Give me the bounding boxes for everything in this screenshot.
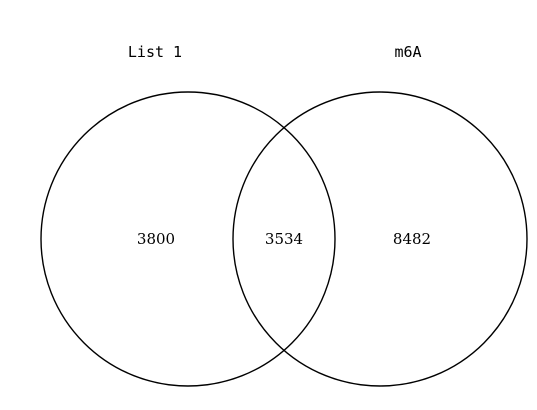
- set-label-m6a: m6A: [394, 43, 421, 61]
- intersection-count: 3534: [265, 230, 303, 248]
- set-label-list1: List 1: [128, 43, 182, 61]
- m6a-circle: [232, 91, 528, 387]
- list1-only-count: 3800: [137, 230, 175, 248]
- list1-circle: [40, 91, 336, 387]
- m6a-only-count: 8482: [393, 230, 431, 248]
